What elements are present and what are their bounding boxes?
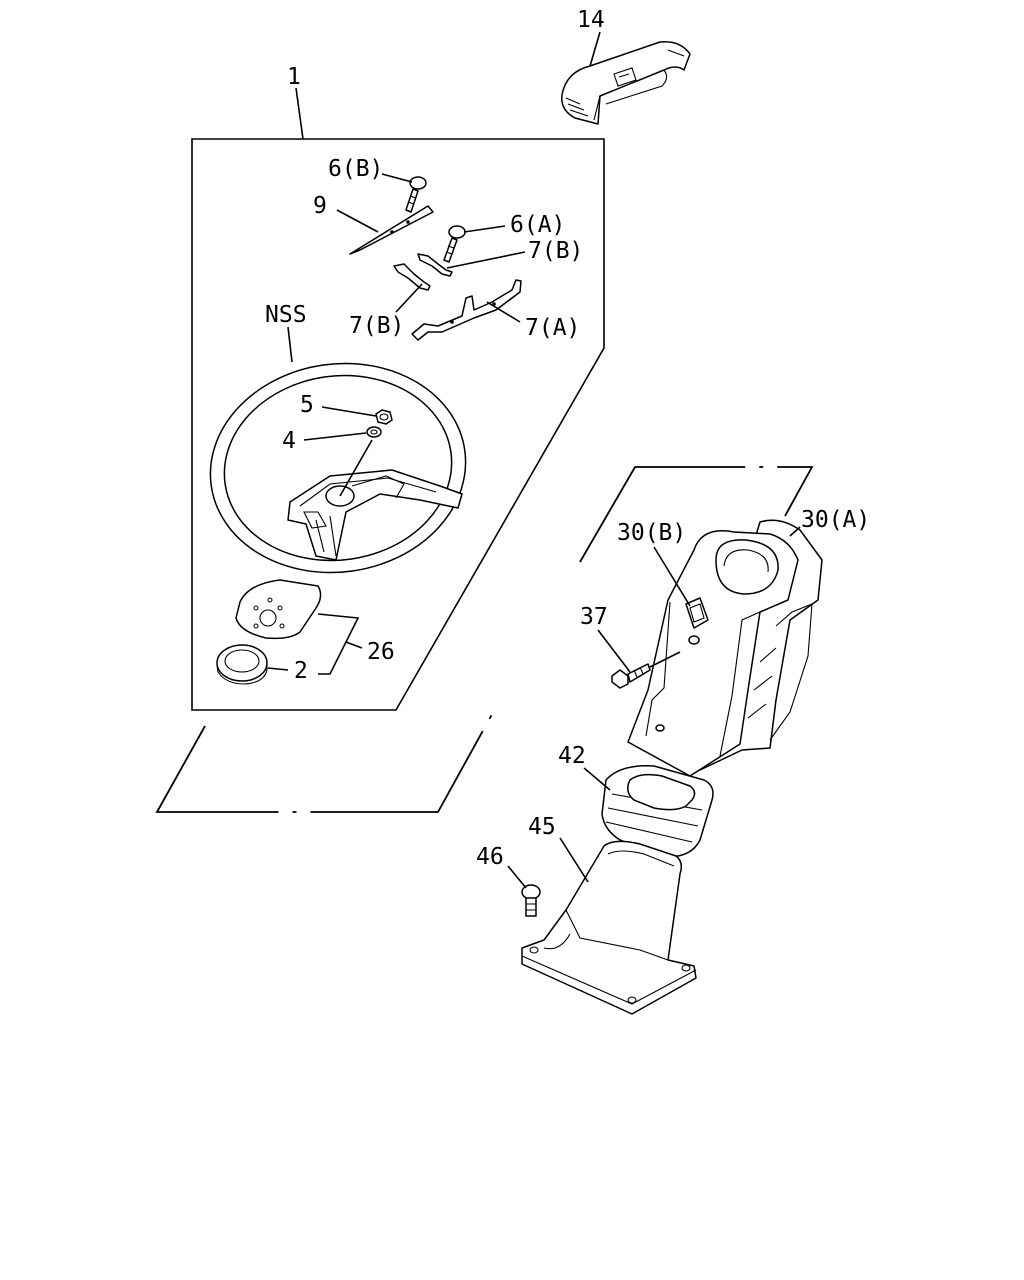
callout-30b: 30(B) <box>617 520 686 546</box>
callout-42: 42 <box>558 743 586 769</box>
part-26-horn-pad <box>235 579 322 640</box>
steering-wheel-nss <box>209 362 467 574</box>
leader-37-axis <box>649 651 681 668</box>
callout-9: 9 <box>313 193 327 219</box>
leader-5 <box>321 406 377 417</box>
part-9-plate <box>349 205 434 255</box>
leader-45 <box>559 837 589 883</box>
callout-4: 4 <box>282 428 296 454</box>
leader-26 <box>317 613 360 675</box>
leader-2 <box>267 667 289 671</box>
assembly-1-boundary <box>191 138 605 711</box>
callout-46: 46 <box>476 844 504 870</box>
part-6b-screw <box>405 176 427 213</box>
leader-1 <box>295 87 304 140</box>
leader-7b-right <box>446 251 526 269</box>
callout-37: 37 <box>580 604 608 630</box>
callout-5: 5 <box>300 392 314 418</box>
leader-46 <box>507 865 527 889</box>
callout-6a: 6(A) <box>510 212 565 238</box>
leader-4-center <box>339 439 373 497</box>
leader-9 <box>336 209 379 233</box>
callout-2: 2 <box>294 658 308 684</box>
leader-42 <box>583 767 611 791</box>
part-5-nut <box>375 409 393 425</box>
callout-7b-left: 7(B) <box>349 313 404 339</box>
dashed-boundary-right <box>579 466 814 563</box>
part-7a-bracket <box>411 279 522 341</box>
leader-26-tick <box>345 641 363 649</box>
leader-6a <box>463 225 506 233</box>
callout-7a: 7(A) <box>525 315 580 341</box>
part-7b-bracket-right <box>417 253 453 277</box>
callout-7b-right: 7(B) <box>528 238 583 264</box>
part-2-ring <box>216 644 268 685</box>
callout-30a: 30(A) <box>801 507 870 533</box>
leader-30a <box>789 526 801 537</box>
part-45-base <box>521 840 697 1015</box>
leader-7b-left <box>395 283 423 313</box>
leader-nss <box>287 326 293 363</box>
callout-26: 26 <box>367 639 395 665</box>
leader-14 <box>589 31 601 67</box>
leader-4 <box>303 432 367 441</box>
part-30-column-covers <box>627 519 823 777</box>
part-14-column-cover <box>561 41 691 125</box>
callout-6b: 6(B) <box>328 156 383 182</box>
leader-37 <box>597 629 631 673</box>
leader-6b <box>381 173 413 183</box>
callout-nss: NSS <box>265 302 307 328</box>
part-42-boot <box>601 765 714 858</box>
callout-45: 45 <box>528 814 556 840</box>
leader-7a <box>486 301 521 323</box>
leader-30b <box>653 546 691 607</box>
callout-14: 14 <box>577 7 605 33</box>
part-4-washer <box>366 426 382 438</box>
callout-1: 1 <box>287 64 301 90</box>
part-6a-screw <box>443 225 466 263</box>
part-7b-bracket-left <box>393 263 431 291</box>
part-37-screw <box>611 663 651 689</box>
dashed-boundary-left <box>155 706 497 813</box>
part-46-screw <box>521 884 541 917</box>
